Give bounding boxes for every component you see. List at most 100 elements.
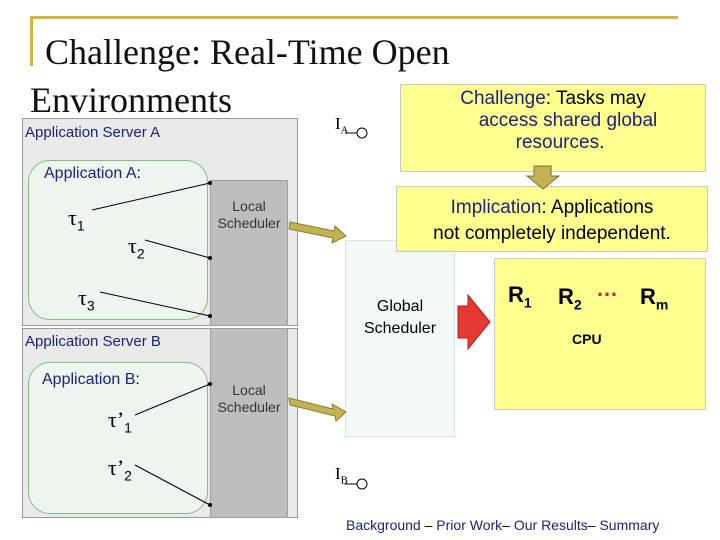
resource-rm: Rm: [640, 284, 668, 312]
dot-taup2: [208, 503, 212, 507]
local-scheduler-b-line2: Scheduler: [217, 399, 281, 415]
resource-r1: R1: [508, 282, 532, 310]
red-arrow: [457, 293, 491, 351]
title-top-rule: [30, 16, 678, 19]
footer-sep-2: –: [502, 517, 514, 533]
challenge-line2-b: shared global: [543, 110, 658, 131]
challenge-prefix: Challenge: [460, 88, 546, 109]
line-taup1-scheduler: [134, 383, 211, 416]
application-b-label-colon: :: [135, 371, 140, 388]
resource-r1-sub: 1: [523, 294, 532, 311]
challenge-line3: resources.: [400, 132, 706, 154]
local-scheduler-a-line1: Local: [232, 198, 266, 214]
task-tau-3-symbol: τ: [78, 285, 87, 310]
server-b-label: Application Server B: [25, 333, 161, 350]
implication-callout-text: Implication: Applications not completely…: [396, 195, 708, 247]
interface-b-sub: B: [340, 474, 349, 487]
dot-tau2: [208, 256, 212, 260]
challenge-line3-a: resources: [515, 132, 600, 153]
interface-a-label: IA: [335, 114, 349, 136]
arrow-global-to-cpu: [457, 293, 491, 351]
dot-tau1: [208, 181, 212, 185]
line-tau3-scheduler: [99, 291, 211, 317]
resource-r2-letter: R: [558, 284, 574, 309]
resource-rm-letter: R: [640, 284, 656, 309]
task-tau-prime-2: τ’2: [108, 455, 132, 483]
global-scheduler-line1: Global: [376, 298, 424, 315]
application-b-box: [28, 362, 208, 514]
task-tau-2-sub: 2: [136, 245, 145, 262]
application-b-label-main: Application B: [42, 371, 136, 388]
task-tau-1: τ1: [68, 205, 85, 233]
task-tau-prime-1-symbol: τ’: [108, 407, 125, 432]
resource-r2: R2: [558, 284, 582, 312]
task-tau-1-symbol: τ: [68, 205, 77, 230]
footer-sep-3: –: [587, 517, 600, 533]
resource-ellipsis: …: [596, 276, 618, 301]
local-scheduler-b-line1: Local: [232, 382, 266, 398]
task-tau-prime-1-sub: 1: [124, 419, 132, 436]
line-taup2-scheduler: [134, 464, 211, 506]
interface-b-letter: I: [335, 464, 341, 483]
interface-a-letter: I: [335, 114, 341, 133]
slide-title-line2: Environments: [30, 80, 232, 120]
arrow-a-to-global: [288, 221, 347, 244]
challenge-line1-rest: : Tasks may: [545, 88, 646, 109]
interface-a-ball: [356, 127, 368, 139]
footer-summary[interactable]: Summary: [599, 517, 660, 533]
task-tau-1-sub: 1: [76, 217, 85, 234]
task-connector-lines: [91, 182, 211, 506]
application-a-box: [28, 160, 208, 320]
implication-line1: Implication: Applications: [396, 195, 708, 221]
interface-symbols: [345, 127, 368, 490]
task-tau-prime-2-sub: 2: [124, 467, 132, 484]
footer-prior-work[interactable]: Prior Work: [436, 517, 503, 533]
arrow-challenge-to-implication: [525, 165, 561, 190]
challenge-line3-b: .: [599, 132, 605, 153]
global-scheduler: [345, 240, 455, 437]
line-tau1-scheduler: [91, 182, 211, 211]
task-tau-3: τ3: [78, 285, 95, 313]
application-b-label: Application B:: [42, 371, 140, 389]
resource-rm-sub: m: [655, 296, 669, 313]
interface-a-sub: A: [340, 124, 349, 137]
down-arrow: [525, 165, 561, 190]
footer-our-results[interactable]: Our Results: [513, 517, 588, 533]
slide-title-line1: Challenge: Real-Time Open: [45, 32, 450, 72]
interface-b-ball: [356, 478, 368, 490]
footer-background[interactable]: Background: [346, 517, 421, 533]
interface-b-label: IB: [335, 464, 348, 486]
challenge-callout-text: Challenge: Tasks may access shared globa…: [400, 88, 706, 154]
application-a-label-colon: :: [136, 165, 141, 182]
task-tau-3-sub: 3: [86, 297, 95, 314]
task-tau-2-symbol: τ: [128, 233, 137, 258]
global-scheduler-line2: Scheduler: [363, 320, 437, 337]
task-tau-2: τ2: [128, 233, 145, 261]
application-a-label-main: Application A: [44, 165, 137, 182]
task-tau-prime-2-symbol: τ’: [108, 455, 125, 480]
local-scheduler-a: [210, 180, 288, 326]
server-a-label: Application Server A: [25, 124, 161, 141]
arrow-b-to-global: [288, 397, 347, 422]
cpu-box: [494, 258, 706, 410]
implication-prefix: Implication: [450, 197, 542, 218]
challenge-line1: Challenge: Tasks may: [400, 88, 706, 110]
footer-sep-1: –: [420, 517, 437, 533]
implication-line2: not completely independent.: [433, 223, 671, 244]
dot-tau3: [208, 314, 212, 318]
application-a-label: Application A:: [44, 165, 141, 183]
implication-line1-rest: : Applications: [541, 197, 654, 218]
challenge-callout: [400, 84, 706, 172]
line-tau2-scheduler: [144, 239, 211, 259]
olive-arrows: [288, 221, 347, 422]
resource-r1-letter: R: [508, 282, 524, 307]
footer-nav: Background – Prior Work– Our Results– Su…: [346, 517, 659, 533]
challenge-line2-a: access: [478, 110, 544, 131]
local-scheduler-a-line2: Scheduler: [217, 215, 281, 231]
task-tau-prime-1: τ’1: [108, 407, 132, 435]
task-connector-dots: [208, 181, 212, 507]
